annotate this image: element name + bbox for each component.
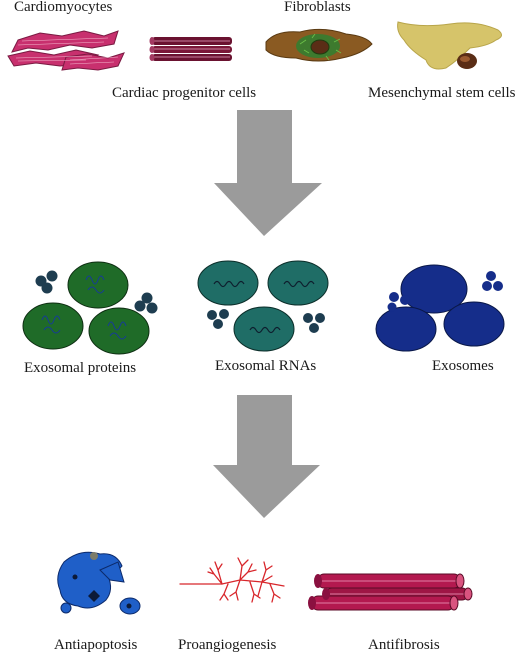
exosomal-proteins-illustration [22,261,158,355]
arrow-down-icon [214,110,322,236]
arrow-down-icon [213,395,320,518]
label-fibroblasts: Fibroblasts [284,0,351,15]
label-exosomal-proteins: Exosomal proteins [24,360,137,376]
exosomes-illustration [375,264,505,352]
mesenchymal-stem-cell-illustration [397,21,502,70]
label-antiapoptosis: Antiapoptosis [54,637,138,653]
muscle-fiber-illustration [149,37,232,61]
antiapoptosis-illustration [57,551,141,615]
label-proangiogenesis: Proangiogenesis [178,637,277,653]
label-cardiomyocytes: Cardiomyocytes [14,0,113,15]
proangiogenesis-illustration [179,557,285,603]
label-exosomal-rnas: Exosomal RNAs [215,358,317,374]
exosomal-rnas-illustration [197,260,329,352]
label-exosomes: Exosomes [432,358,494,374]
label-antifibrosis: Antifibrosis [368,637,440,653]
label-mesenchymal-stem-cells: Mesenchymal stem cells [368,85,516,101]
label-cardiac-progenitor-cells: Cardiac progenitor cells [112,85,257,101]
antifibrosis-illustration [308,573,473,611]
cardiomyocytes-illustration [7,30,125,71]
fibroblast-illustration [265,28,373,62]
